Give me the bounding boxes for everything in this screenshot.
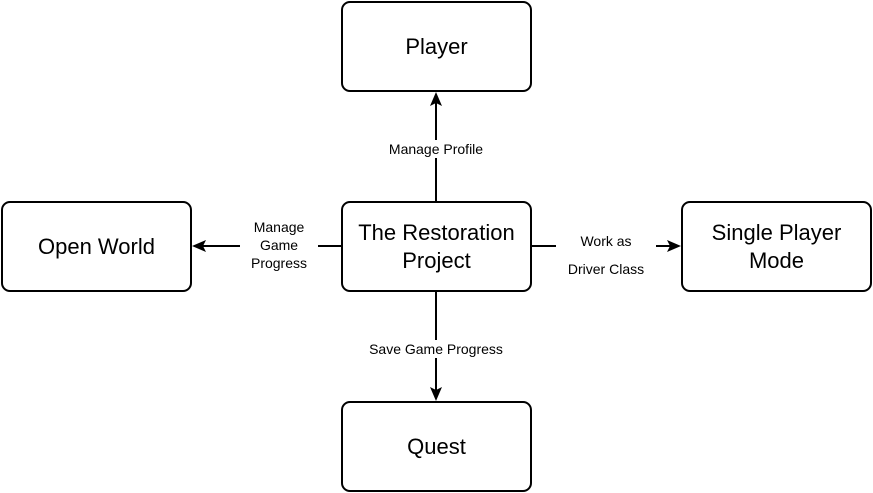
- arrowhead-to-player: [430, 92, 442, 106]
- arrowhead-to-open-world: [192, 240, 206, 252]
- arrowhead-to-quest: [430, 387, 442, 401]
- node-quest: Quest: [341, 401, 532, 492]
- node-open-world: Open World: [1, 201, 192, 292]
- edge-label-manage-profile: Manage Profile: [378, 140, 494, 158]
- node-player: Player: [341, 1, 532, 92]
- node-restoration-project-label: The Restoration Project: [358, 219, 515, 273]
- node-quest-label: Quest: [407, 433, 466, 459]
- node-player-label: Player: [405, 33, 468, 59]
- edge-label-manage-game-progress: Manage Game Progress: [240, 218, 318, 272]
- edge-label-work-as-driver-class: Work as Driver Class: [556, 227, 656, 283]
- node-single-player-mode: Single Player Mode: [681, 201, 872, 292]
- node-restoration-project: The Restoration Project: [341, 201, 532, 292]
- edge-label-save-game-progress: Save Game Progress: [353, 340, 519, 358]
- arrowhead-to-single-player: [667, 240, 681, 252]
- node-single-player-mode-label: Single Player Mode: [711, 219, 842, 273]
- node-open-world-label: Open World: [38, 233, 155, 259]
